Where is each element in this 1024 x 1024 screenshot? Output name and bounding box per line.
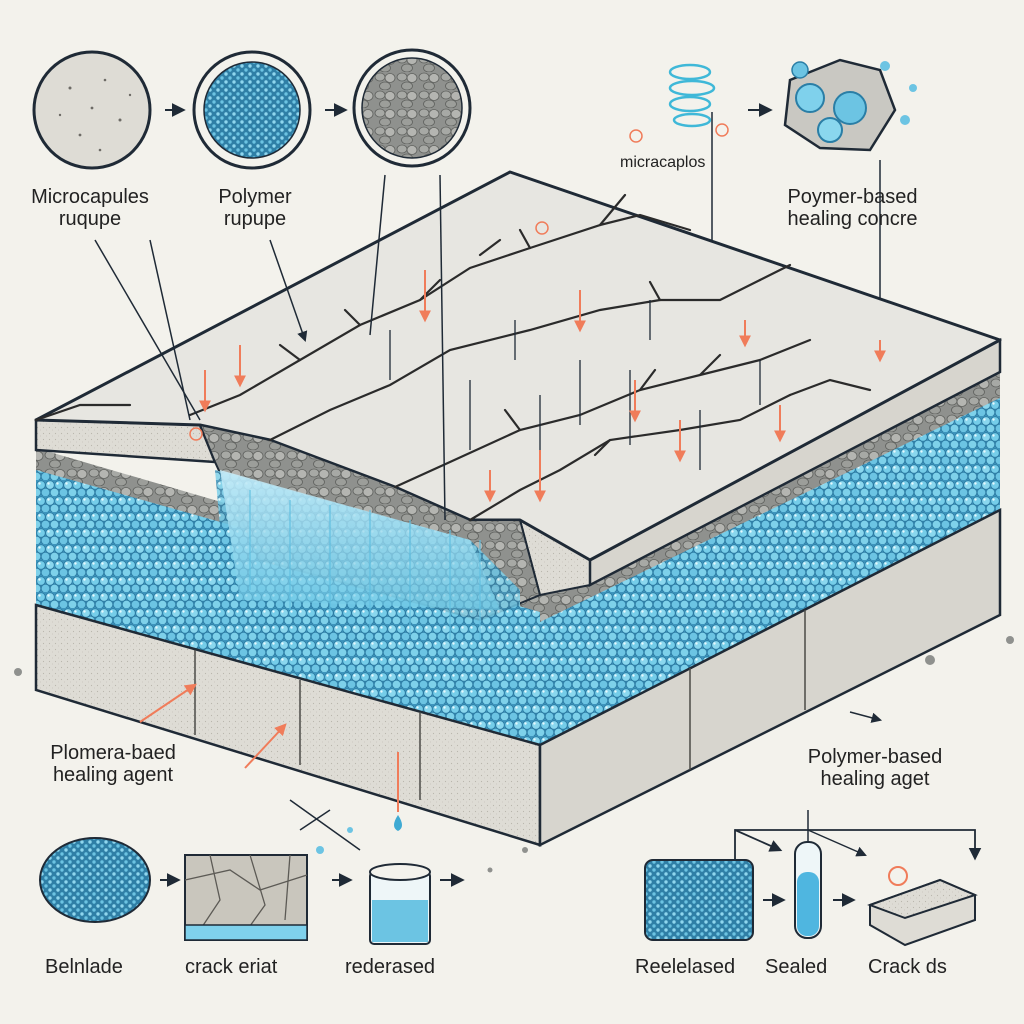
label-line: rupupe: [223, 208, 287, 230]
label-line: healing aget: [820, 768, 930, 790]
label-line: Polymer-based: [807, 746, 943, 768]
label-microcapsules-top: micracaplos: [620, 154, 706, 171]
label-polymer-concrete: Poymer-based healing concre: [770, 186, 935, 230]
label-right-healing-agent: Polymer-based healing aget: [790, 746, 960, 790]
label-line: Polymer: [218, 186, 292, 208]
label-step-reelelased: Reelelased: [635, 956, 736, 978]
label-step-crack: crack eriat: [185, 956, 278, 978]
label-step-rederased: rederased: [345, 956, 436, 978]
bottom-right-steps: [644, 810, 982, 947]
label-microcapsules-rupture: Microcapules ruqupe: [20, 186, 160, 230]
concrete-block: [34, 170, 1002, 848]
label-left-healing-agent: Plomera-baed healing agent: [28, 742, 198, 786]
label-step-belnlade: Belnlade: [45, 956, 123, 978]
label-line: healing agent: [52, 764, 174, 786]
microcapsule-spring-illustration: [629, 58, 917, 310]
label-line: Microcapules: [31, 186, 149, 208]
label-line: Plomera-baed: [50, 742, 176, 764]
label-step-crack-ds: Crack ds: [868, 956, 947, 978]
label-line: ruqupe: [58, 208, 122, 230]
label-line: Poymer-based: [787, 186, 918, 208]
label-line: healing concre: [787, 208, 918, 230]
bottom-left-steps: [39, 799, 465, 945]
stage-circles: [32, 48, 472, 170]
label-step-sealed: Sealed: [765, 956, 828, 978]
label-polymer-rupture: Polymer rupupe: [200, 186, 310, 230]
